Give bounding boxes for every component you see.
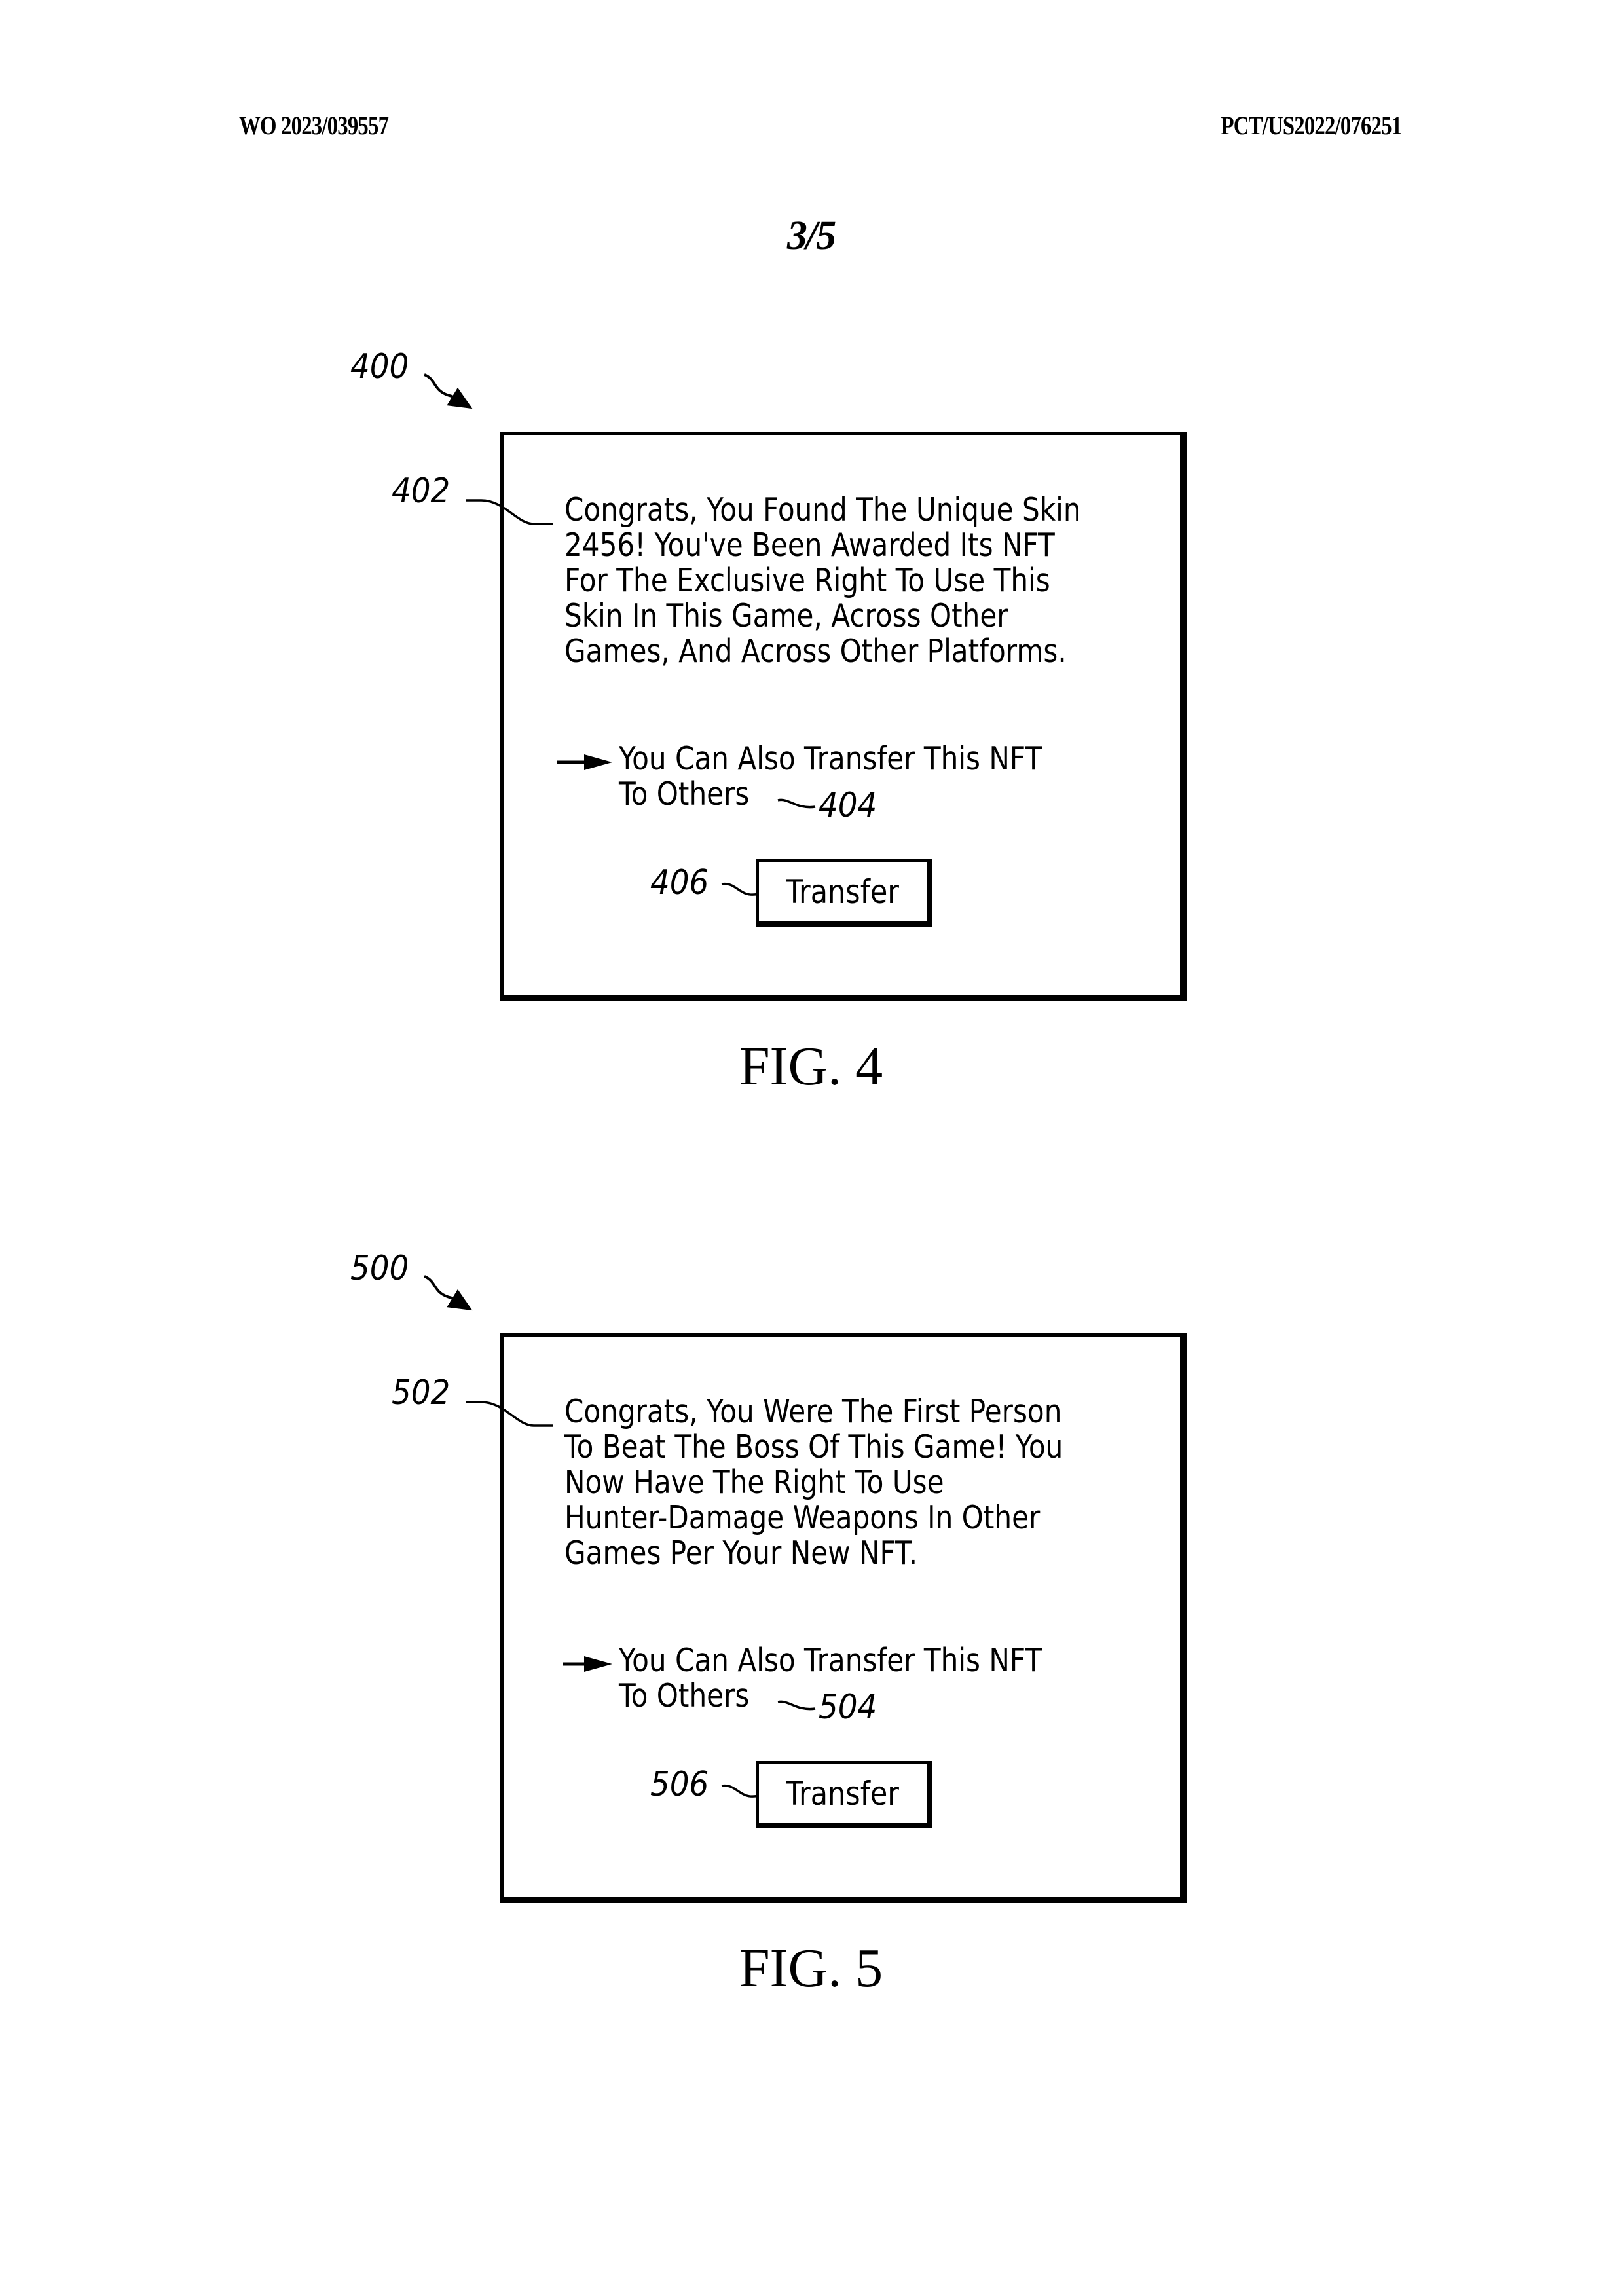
message-line: Hunter-Damage Weapons In Other [564, 1499, 1041, 1536]
ref-label-button: 506 [650, 1765, 709, 1804]
ref-label-button: 406 [650, 863, 709, 902]
transfer-button-label: Transfer [786, 872, 900, 911]
transfer-button[interactable]: Transfer [756, 1761, 932, 1828]
transfer-note: You Can Also Transfer This NFT To Others [619, 741, 1042, 812]
note-line: You Can Also Transfer This NFT [619, 740, 1042, 777]
figure-caption: FIG. 4 [739, 1036, 883, 1097]
message-line: Games, And Across Other Platforms. [564, 633, 1067, 670]
transfer-button-label: Transfer [786, 1774, 900, 1813]
transfer-note: You Can Also Transfer This NFT To Others [619, 1643, 1042, 1714]
message-line: 2456! You've Been Awarded Its NFT [564, 527, 1055, 564]
award-message: Congrats, You Found The Unique Skin 2456… [564, 492, 1081, 669]
reference-arrow-icon [424, 1275, 473, 1311]
note-line: To Others [619, 1677, 750, 1714]
publication-number: WO 2023/039557 [239, 111, 389, 140]
ref-label-screen: 400 [350, 347, 409, 386]
note-line: To Others [619, 775, 750, 813]
note-line: You Can Also Transfer This NFT [619, 1642, 1042, 1679]
nft-award-screen [500, 1333, 1187, 1903]
transfer-button[interactable]: Transfer [756, 859, 932, 927]
reference-arrow-icon [424, 373, 473, 409]
message-line: Skin In This Game, Across Other [564, 597, 1008, 635]
ref-label-note: 504 [819, 1688, 877, 1727]
award-message: Congrats, You Were The First Person To B… [564, 1394, 1063, 1571]
message-line: To Beat The Boss Of This Game! You [564, 1428, 1063, 1466]
application-number: PCT/US2022/076251 [1221, 111, 1402, 140]
sheet-number: 3/5 [786, 213, 836, 258]
ref-label-message: 502 [392, 1373, 451, 1413]
message-line: For The Exclusive Right To Use This [564, 562, 1050, 599]
ref-label-message: 402 [392, 472, 451, 511]
figure-caption: FIG. 5 [739, 1938, 883, 1999]
message-line: Now Have The Right To Use [564, 1464, 944, 1501]
nft-award-screen [500, 432, 1187, 1001]
ref-label-screen: 500 [350, 1249, 409, 1288]
ref-label-note: 404 [819, 786, 877, 825]
message-line: Congrats, You Were The First Person [564, 1393, 1062, 1430]
message-line: Games Per Your New NFT. [564, 1534, 918, 1572]
message-line: Congrats, You Found The Unique Skin [564, 491, 1081, 528]
